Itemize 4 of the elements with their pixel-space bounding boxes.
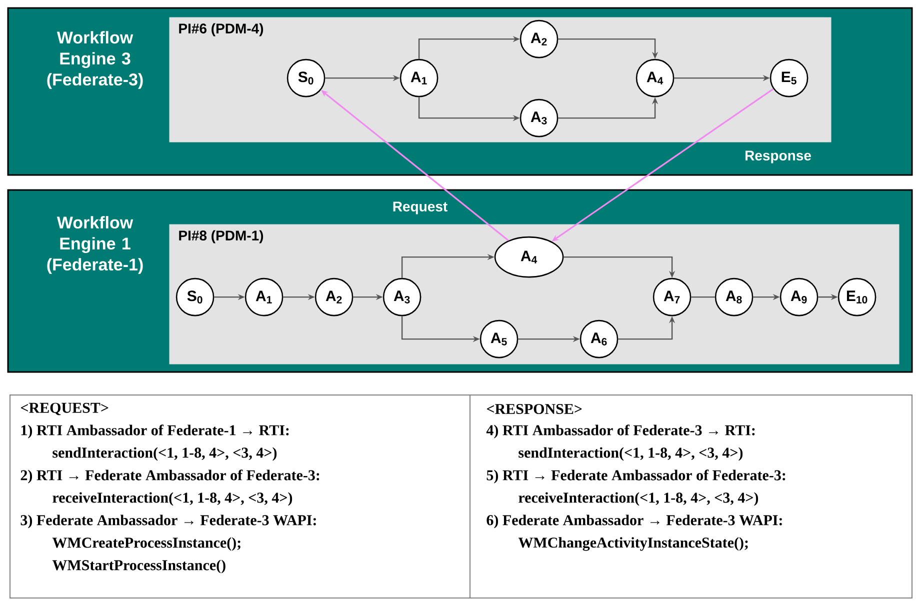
edge-label: Response [744,150,812,164]
message-box: <REQUEST> 1) RTI Ambassador of Federate-1 → RTI: sendInteraction(<1, 1-8, 4>, <3, 4>) 2) RTI → Federate Ambassador of Federate-3: receiveInteraction(<1, 1-8, 4>, <3, 4>) 3) Federate Ambassador → Federate-3 WAPI: WMCreateProcessInstance(); WMStartProcessInstance() [10,394,470,598]
message-box: <RESPONSE> 4) RTI Ambassador of Federate-3 → RTI: sendInteraction(<1, 1-8, 4>, <3, 4>) 5) RTI → Federate Ambassador of Federate-3: receiveInteraction(<1, 1-8, 4>, <3, 4>) 6) Federate Ambassador → Federate-3 WAPI: WMChangeActivityInstanceState(); [470,394,912,598]
edge-label: Request [391,200,449,216]
